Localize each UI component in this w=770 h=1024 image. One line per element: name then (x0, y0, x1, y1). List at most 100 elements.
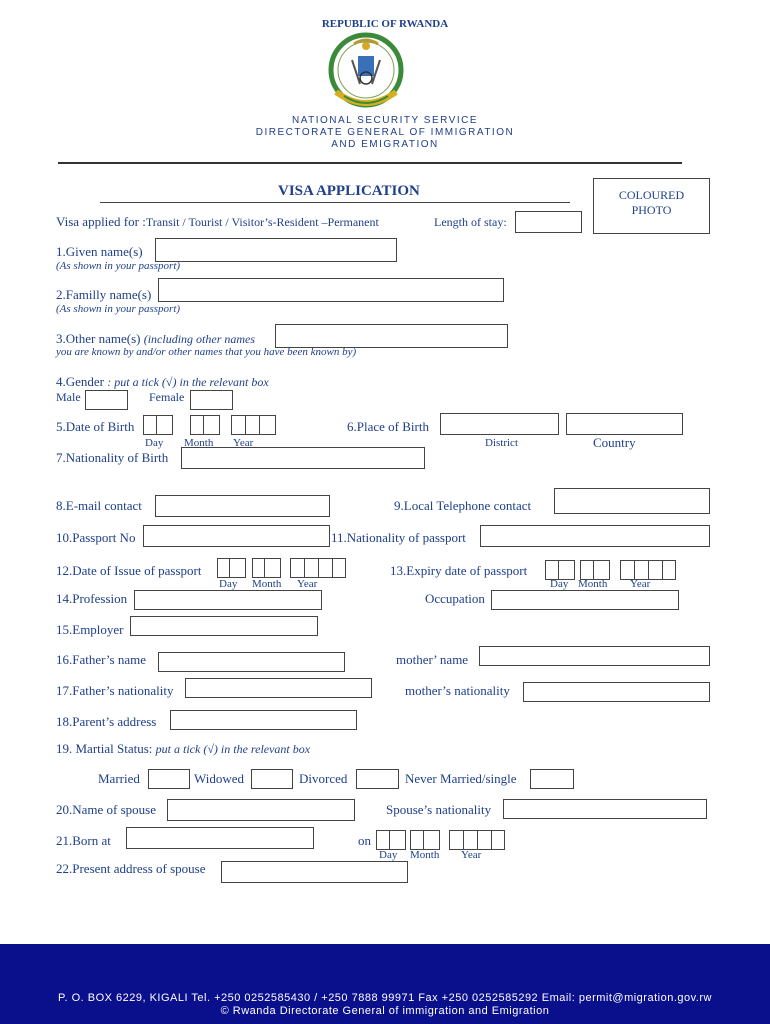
expiry-year-4[interactable] (662, 560, 676, 580)
spouse-name-input[interactable] (167, 799, 355, 821)
parent-address-input[interactable] (170, 710, 357, 730)
profession-label: 14.Profession (56, 591, 128, 606)
length-of-stay-label: Length of stay: (434, 215, 507, 229)
spouse-name-label: 20.Name of spouse (56, 802, 157, 817)
expiry-year-caption: Year (630, 578, 651, 590)
pob-country-caption: Country (593, 435, 636, 450)
born-at-input[interactable] (126, 827, 314, 849)
parent-address-label: 18.Parent’s address (56, 714, 157, 729)
dob-year-4[interactable] (273, 415, 276, 435)
employer-label: 15.Employer (56, 622, 124, 637)
passport-no-label: 10.Passport No (56, 530, 136, 545)
photo-label-1: COLOURED (618, 188, 685, 202)
spouse-nationality-label: Spouse’s nationality (386, 802, 492, 817)
visa-options: Transit / Tourist / Visitor’s-Resident –… (145, 215, 379, 229)
passport-nationality-label: 11.Nationality of passport (331, 530, 466, 545)
photo-box[interactable]: COLOURED PHOTO (593, 178, 710, 234)
footer-copyright: © Rwanda Directorate General of immigrat… (220, 1005, 550, 1017)
dob-day-2[interactable] (156, 415, 173, 435)
other-name-input[interactable] (275, 324, 508, 348)
visa-applied-label: Visa applied for :Transit / Tourist / Vi… (56, 214, 379, 229)
occupation-input[interactable] (491, 590, 679, 610)
issue-year-caption: Year (297, 578, 318, 590)
father-nationality-input[interactable] (185, 678, 372, 698)
issue-month-2[interactable] (264, 558, 281, 578)
passport-nationality-input[interactable] (480, 525, 710, 547)
email-label: 8.E-mail contact (56, 498, 142, 513)
expiry-date-label: 13.Expiry date of passport (390, 563, 528, 578)
issue-year-4[interactable] (332, 558, 346, 578)
local-phone-input[interactable] (554, 488, 710, 514)
dob-month-2[interactable] (203, 415, 220, 435)
footer: P. O. BOX 6229, KIGALI Tel. +250 0252585… (0, 944, 770, 1024)
header-divider (58, 162, 682, 164)
header-line3: AND EMIGRATION (331, 139, 439, 150)
born-year-4[interactable] (491, 830, 505, 850)
mother-nationality-label: mother’s nationality (405, 683, 510, 698)
born-month-caption: Month (410, 849, 440, 861)
dob-label: 5.Date of Birth (56, 419, 135, 434)
female-label: Female (149, 390, 185, 404)
spouse-address-input[interactable] (221, 861, 408, 883)
born-year-caption: Year (461, 849, 482, 861)
pob-label: 6.Place of Birth (347, 419, 429, 434)
photo-label-2: PHOTO (631, 203, 672, 217)
married-checkbox[interactable] (148, 769, 190, 789)
male-label: Male (56, 390, 81, 404)
header-line2: DIRECTORATE GENERAL OF IMMIGRATION (255, 127, 515, 138)
nationality-birth-input[interactable] (181, 447, 425, 469)
dob-year-caption: Year (233, 437, 254, 449)
profession-input[interactable] (134, 590, 322, 610)
family-name-note: (As shown in your passport) (56, 303, 181, 315)
family-name-input[interactable] (158, 278, 504, 302)
never-married-label: Never Married/single (405, 771, 517, 786)
spouse-address-label: 22.Present address of spouse (56, 861, 206, 876)
expiry-month-caption: Month (578, 578, 608, 590)
title-underline (100, 202, 570, 203)
gender-label: 4.Gender : put a tick (√) in the relevan… (56, 374, 269, 389)
expiry-day-2[interactable] (558, 560, 575, 580)
form-title: VISA APPLICATION (278, 183, 420, 199)
issue-day-caption: Day (219, 578, 238, 590)
divorced-checkbox[interactable] (356, 769, 399, 789)
pob-country-input[interactable] (566, 413, 683, 435)
born-month-2[interactable] (423, 830, 440, 850)
male-checkbox[interactable] (85, 390, 128, 410)
given-name-input[interactable] (155, 238, 397, 262)
born-at-label: 21.Born at (56, 833, 111, 848)
mother-nationality-input[interactable] (523, 682, 710, 702)
father-name-label: 16.Father’s name (56, 652, 147, 667)
passport-no-input[interactable] (143, 525, 330, 547)
issue-day-2[interactable] (229, 558, 246, 578)
employer-input[interactable] (130, 616, 318, 636)
mother-name-label: mother’ name (396, 652, 469, 667)
length-of-stay-input[interactable] (515, 211, 582, 233)
spouse-nationality-input[interactable] (503, 799, 707, 819)
never-married-checkbox[interactable] (530, 769, 574, 789)
widowed-label: Widowed (194, 771, 245, 786)
father-nationality-label: 17.Father’s nationality (56, 683, 174, 698)
born-day-2[interactable] (389, 830, 406, 850)
born-day-caption: Day (379, 849, 398, 861)
marital-status-label: 19. Martial Status: put a tick (√) in th… (56, 741, 311, 756)
married-label: Married (98, 771, 140, 786)
email-input[interactable] (155, 495, 330, 517)
given-name-label: 1.Given name(s) (56, 244, 143, 259)
widowed-checkbox[interactable] (251, 769, 293, 789)
header-line1: NATIONAL SECURITY SERVICE (291, 115, 479, 126)
expiry-day-caption: Day (550, 578, 569, 590)
expiry-month-2[interactable] (593, 560, 610, 580)
occupation-label: Occupation (425, 591, 485, 606)
mother-name-input[interactable] (479, 646, 710, 666)
divorced-label: Divorced (299, 771, 348, 786)
given-name-note: (As shown in your passport) (56, 260, 181, 272)
female-checkbox[interactable] (190, 390, 233, 410)
pob-district-caption: District (485, 437, 518, 449)
other-name-note: you are known by and/or other names that… (56, 346, 357, 358)
other-name-label: 3.Other name(s) (including other names (56, 331, 256, 346)
footer-contact: P. O. BOX 6229, KIGALI Tel. +250 0252585… (58, 992, 712, 1004)
rwanda-coat-of-arms-icon (322, 32, 410, 114)
father-name-input[interactable] (158, 652, 345, 672)
header-republic: REPUBLIC OF RWANDA (321, 18, 449, 30)
pob-district-input[interactable] (440, 413, 559, 435)
